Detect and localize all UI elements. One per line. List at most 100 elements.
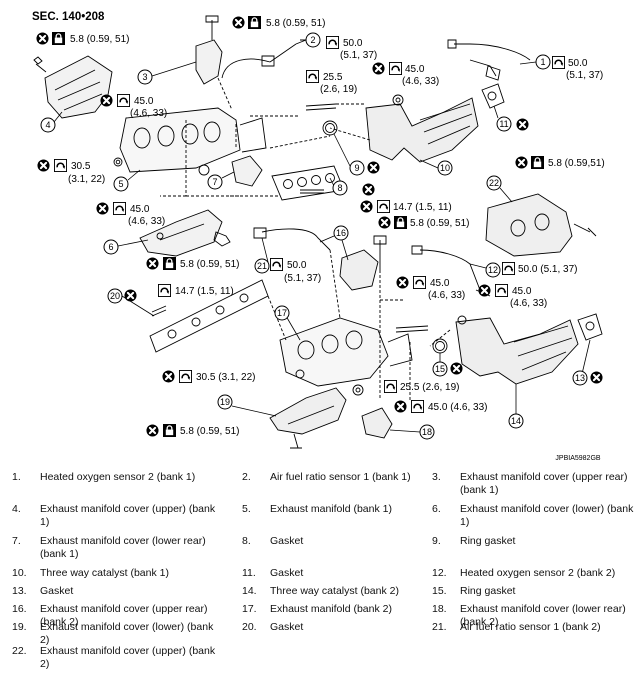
callout-14: 14	[508, 384, 524, 429]
torque-note: 5.8 (0.59, 51)	[232, 16, 325, 29]
svg-text:5.8 (0.59,51): 5.8 (0.59,51)	[548, 158, 605, 169]
torque-note: 5.8 (0.59, 51)	[36, 32, 129, 45]
part-ho2s-bank1	[454, 43, 531, 77]
legend-text: Exhaust manifold (bank 2)	[270, 603, 392, 615]
figure-code: JPBIA5982GB	[555, 455, 600, 462]
replace-marker	[450, 362, 463, 375]
svg-text:(3.1, 22): (3.1, 22)	[68, 174, 105, 185]
part-gasket-11	[481, 83, 505, 109]
callout-9: 9	[333, 133, 365, 176]
svg-text:11: 11	[499, 119, 508, 129]
legend-text: Air fuel ratio sensor 1 (bank 1)	[270, 471, 411, 483]
legend-text: Gasket	[40, 585, 74, 597]
legend-number: 16.	[12, 603, 27, 615]
legend-text: Ring gasket	[460, 535, 516, 547]
svg-text:45.0 (4.6, 33): 45.0 (4.6, 33)	[428, 402, 487, 413]
svg-text:12: 12	[488, 265, 498, 275]
part-exhaust-manifold-bank1	[119, 107, 241, 173]
legend-text: Exhaust manifold cover (lower rear) (ban…	[40, 535, 206, 560]
svg-text:45.0: 45.0	[430, 278, 450, 289]
svg-text:50.0 (5.1, 37): 50.0 (5.1, 37)	[518, 264, 577, 275]
legend-text: Ring gasket	[460, 585, 516, 597]
torque-note: 5.8 (0.59, 51)	[378, 216, 469, 229]
torque-callouts: 5.8 (0.59, 51) 5.8 (0.59, 51) 50.0 (5.1,…	[36, 16, 605, 437]
svg-text:(4.6, 33): (4.6, 33)	[130, 108, 167, 119]
callout-8: 8	[329, 177, 348, 196]
part-af-sensor-bank2	[261, 228, 335, 251]
part-catalyst-bank2	[455, 317, 579, 385]
legend-text: Exhaust manifold cover (lower rear) (ban…	[460, 603, 626, 628]
legend-number: 6.	[432, 503, 441, 515]
torque-note: 50.0 (5.1, 37)	[502, 262, 577, 275]
svg-text:10: 10	[440, 163, 450, 173]
svg-text:2: 2	[310, 35, 315, 45]
svg-text:45.0: 45.0	[405, 64, 425, 75]
part-lower-rear-cover-bank2	[361, 407, 393, 439]
svg-text:13: 13	[575, 373, 585, 383]
section-label: SEC. 140•208	[32, 11, 105, 23]
legend-text: Exhaust manifold cover (upper) (bank 2)	[40, 645, 216, 670]
svg-text:5.8 (0.59, 51): 5.8 (0.59, 51)	[410, 218, 469, 229]
callout-17: 17	[274, 305, 301, 341]
torque-note: 45.0 (4.6, 33)	[394, 400, 487, 413]
torque-note: 50.0 (5.1, 37)	[552, 56, 603, 81]
svg-text:(4.6, 33): (4.6, 33)	[128, 216, 165, 227]
callout-16: 16	[333, 225, 349, 261]
svg-text:22: 22	[489, 178, 499, 188]
callout-13: 13	[572, 339, 591, 386]
callout-18: 18	[389, 424, 435, 440]
torque-note: 45.0 (4.6, 33)	[372, 62, 439, 87]
svg-text:50.0: 50.0	[287, 260, 307, 271]
part-upper-rear-cover-bank1	[195, 39, 223, 85]
replace-marker	[362, 183, 375, 196]
svg-text:16: 16	[336, 228, 346, 238]
legend-text: Exhaust manifold cover (upper rear) (ban…	[40, 603, 208, 628]
svg-text:50.0: 50.0	[568, 58, 588, 69]
replace-marker	[590, 371, 603, 384]
legend-text: Exhaust manifold cover (lower) (bank 1)	[460, 503, 634, 528]
replace-marker	[124, 289, 137, 302]
legend-number: 12.	[432, 567, 447, 579]
replace-marker	[516, 118, 529, 131]
part-lower-cover-bank2	[269, 387, 347, 435]
callout-19: 19	[217, 394, 277, 417]
part-upper-rear-cover-bank2	[339, 249, 379, 291]
legend-number: 8.	[242, 535, 251, 547]
callout-12: 12	[469, 262, 501, 278]
legend-number: 10.	[12, 567, 27, 579]
svg-text:45.0: 45.0	[134, 96, 154, 107]
svg-text:18: 18	[422, 427, 432, 437]
torque-note: 5.8 (0.59, 51)	[146, 257, 239, 270]
torque-note: 5.8 (0.59,51)	[515, 156, 605, 169]
callouts: 1 2 3 4 5 6 7 8 9 10 11 12 13 14 15 16 1…	[40, 32, 591, 440]
legend-text: Gasket	[270, 567, 304, 579]
svg-text:5.8 (0.59, 51): 5.8 (0.59, 51)	[180, 426, 239, 437]
svg-text:21: 21	[257, 261, 267, 271]
svg-text:14: 14	[511, 416, 521, 426]
torque-note: 25.5 (2.6, 19)	[384, 380, 459, 393]
callout-4: 4	[40, 111, 63, 133]
svg-text:50.0: 50.0	[343, 38, 363, 49]
replace-marker	[367, 161, 380, 174]
torque-note: 14.7 (1.5, 11)	[360, 200, 452, 213]
legend-text: Exhaust manifold cover (lower) (bank 2)	[40, 621, 214, 646]
callout-10: 10	[419, 159, 453, 176]
torque-note: 5.8 (0.59, 51)	[146, 424, 239, 437]
legend-text: Heated oxygen sensor 2 (bank 1)	[40, 471, 196, 483]
legend-number: 17.	[242, 603, 257, 615]
legend-number: 20.	[242, 621, 257, 633]
svg-text:17: 17	[277, 308, 287, 318]
legend-text: Heated oxygen sensor 2 (bank 2)	[460, 567, 616, 579]
legend-number: 9.	[432, 535, 441, 547]
part-upper-cover-bank2	[485, 193, 573, 257]
part-gasket-13	[577, 313, 603, 341]
torque-note: 45.0 (4.6, 33)	[96, 202, 165, 227]
legend-text: Air fuel ratio sensor 1 (bank 2)	[460, 621, 601, 633]
svg-text:19: 19	[220, 397, 230, 407]
legend-number: 1.	[12, 471, 21, 483]
parts-legend: 1.Heated oxygen sensor 2 (bank 1)2.Air f…	[0, 471, 635, 676]
legend-number: 3.	[432, 471, 441, 483]
torque-note: 50.0 (5.1, 37)	[270, 258, 321, 284]
callout-21: 21	[254, 237, 270, 274]
svg-text:14.7 (1.5, 11): 14.7 (1.5, 11)	[393, 202, 452, 213]
